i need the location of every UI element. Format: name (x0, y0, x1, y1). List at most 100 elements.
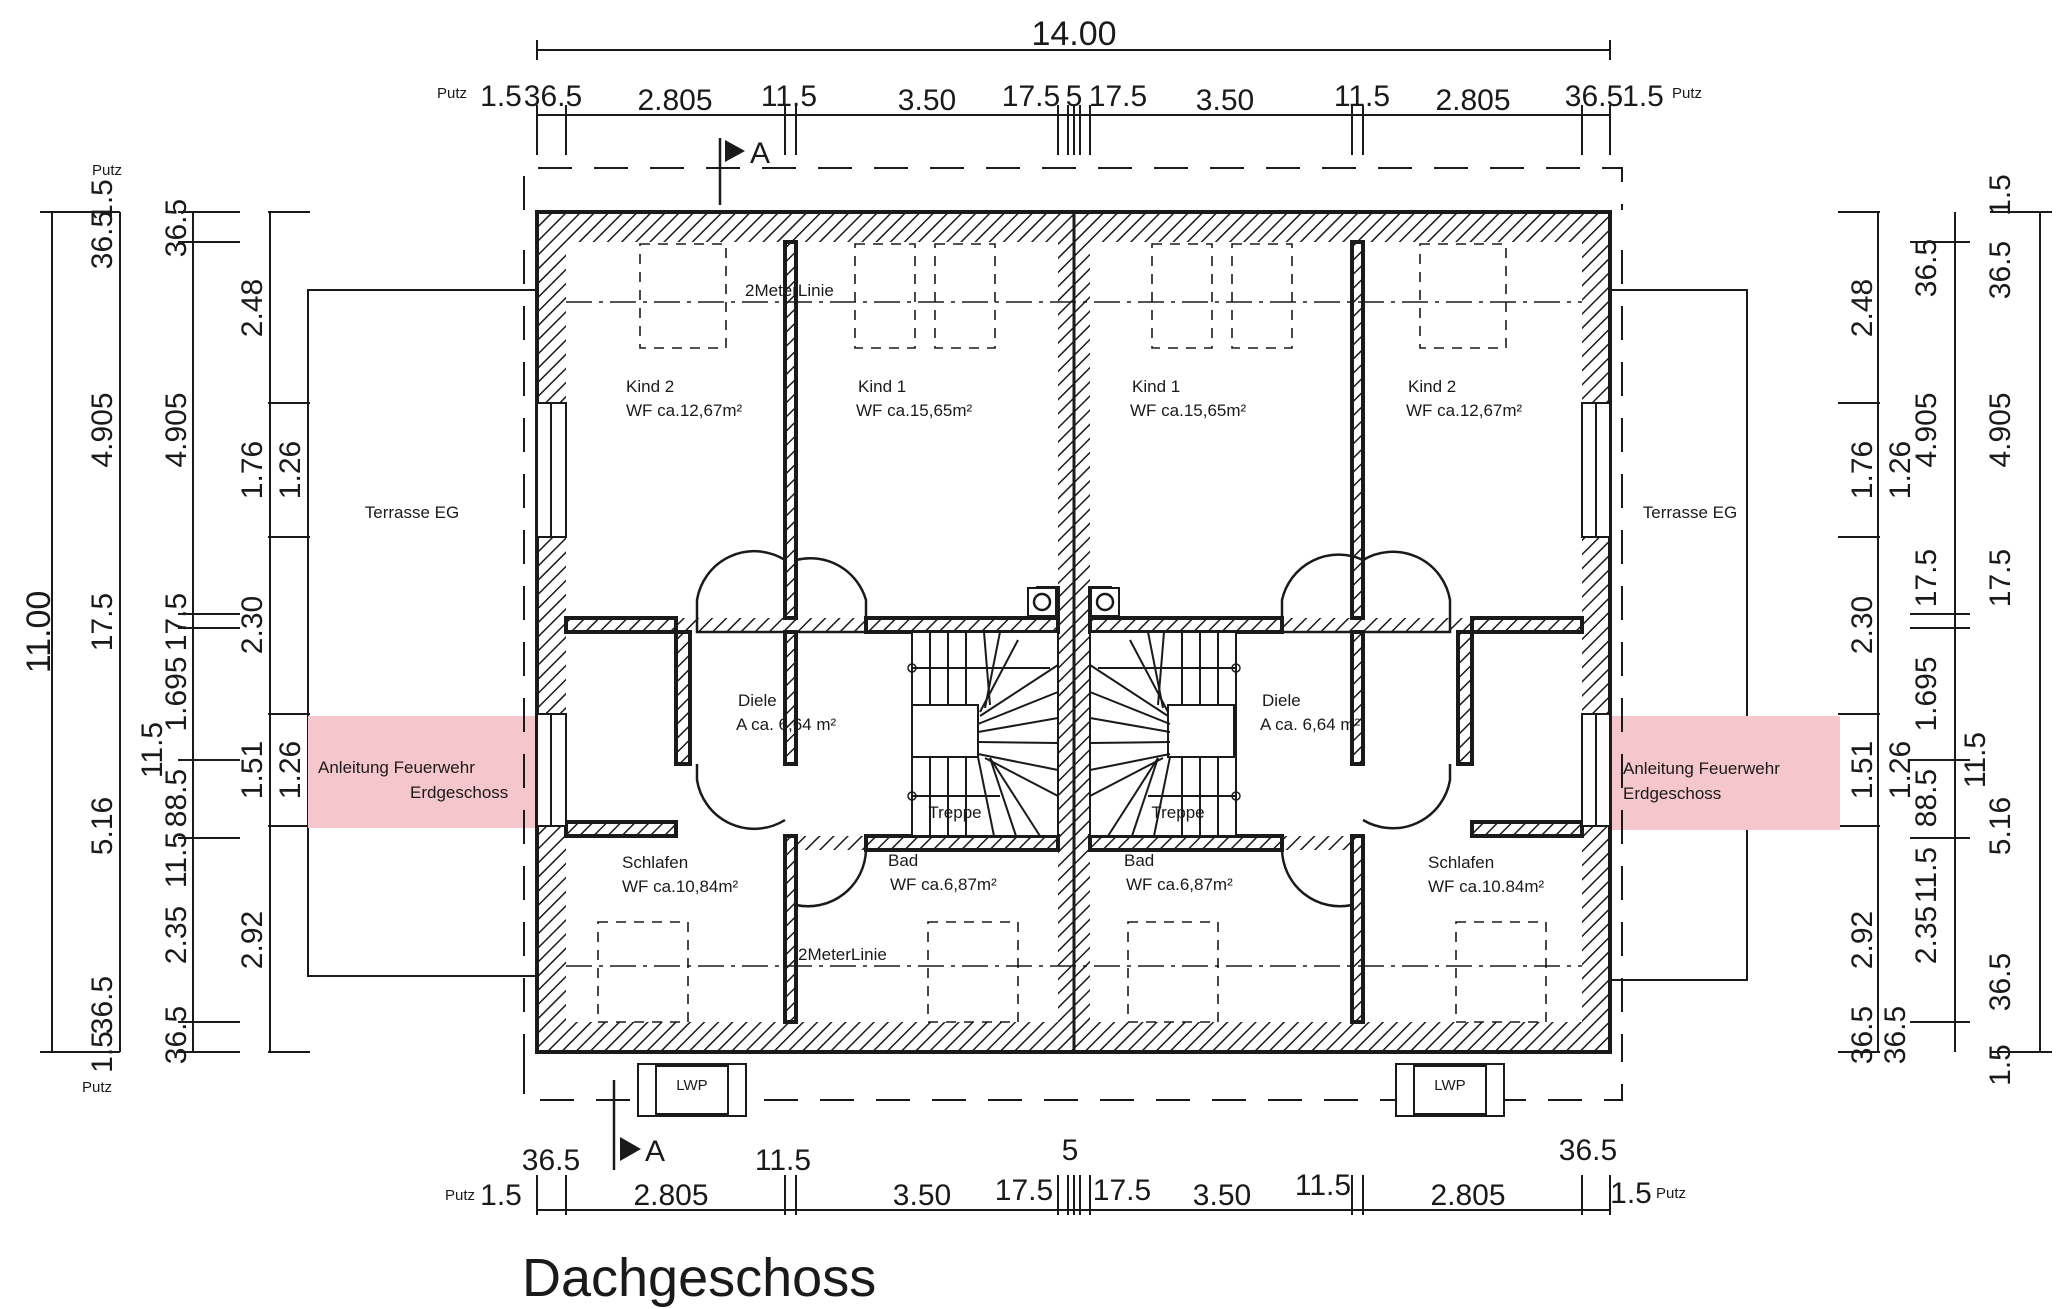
top-dim-1: 1.5 (480, 80, 522, 113)
partition-wall (1088, 834, 1284, 852)
staircase-left: Treppe (907, 631, 1059, 837)
heat-pump-left-label: LWP (676, 1077, 707, 1094)
room-diele-right-area: A ca. 6,64 m² (1260, 715, 1360, 734)
top-dim-8: 17.5 (1089, 80, 1147, 113)
terrace-left-label: Terrasse EG (365, 503, 459, 522)
left-mid-dim-9: 36.5 (160, 1006, 193, 1064)
left-outer-dim-2: 36.5 (86, 211, 119, 269)
room-diele-left-name: Diele (738, 691, 777, 710)
left-dimensions: Putz Putz 11.00 1.5 36.5 4.905 17.5 5.16… (20, 162, 310, 1096)
partition-wall (783, 240, 798, 620)
left-outer-dim-7: 1.5 (86, 1031, 119, 1073)
heat-pump-right-label: LWP (1434, 1077, 1465, 1094)
top-dim-11: 2.805 (1435, 84, 1510, 117)
right-mid-dim-6: 11.5 (1910, 847, 1943, 903)
fire-access-right-line1: Anleitung Feuerwehr (1623, 759, 1780, 778)
right-outer-dim-1: 1.5 (1984, 174, 2017, 216)
right-outer-dim-2: 36.5 (1984, 241, 2017, 299)
left-mid-dim-1: 36.5 (160, 199, 193, 257)
staircase-right: Treppe (1089, 631, 1241, 837)
bottom-dim-3: 2.805 (633, 1179, 708, 1212)
left-inner-dim-2: 1.76 (236, 441, 269, 499)
two-meter-line-top-label: 2MeterLinie (745, 281, 834, 300)
chimney-flue-right (1090, 587, 1120, 617)
left-outer-dim-1: 1.5 (86, 179, 119, 221)
top-dim-10: 11.5 (1334, 80, 1390, 113)
right-outer-dim-3: 4.905 (1984, 392, 2017, 467)
partition-wall (864, 616, 1060, 634)
room-kind1-right-name: Kind 1 (1132, 377, 1180, 396)
bottom-dim-12: 36.5 (1559, 1134, 1617, 1167)
putz-label-top-right: Putz (1672, 85, 1702, 102)
two-meter-line-top: 2MeterLinie (566, 281, 1582, 303)
room-bad-left-area: WF ca.6,87m² (890, 875, 997, 894)
room-bad-right-area: WF ca.6,87m² (1126, 875, 1233, 894)
right-inner-dim-2: 1.76 (1846, 441, 1879, 499)
left-outer-dim-6: 36.5 (86, 976, 119, 1034)
partition-wall (1350, 630, 1365, 766)
partition-wall (1456, 630, 1474, 766)
top-dim-6: 17.5 (1002, 80, 1060, 113)
plan-title: Dachgeschoss (522, 1248, 876, 1308)
door-swing (794, 849, 868, 908)
left-mid-dim-4: 1.695 (160, 656, 193, 731)
room-labels-right: Kind 1 WF ca.15,65m² Kind 2 WF ca.12,67m… (1124, 377, 1545, 896)
heat-pump-left: LWP (637, 1063, 747, 1117)
fire-access-right-line2: Erdgeschoss (1623, 784, 1721, 803)
left-inner-dim-5: 1.51 (236, 741, 269, 799)
partition-wall (564, 616, 678, 634)
top-dim-7: 5 (1066, 80, 1083, 113)
top-dim-9: 3.50 (1196, 84, 1254, 117)
left-inner-dim-4: 2.30 (236, 596, 269, 654)
bottom-dim-1: 1.5 (480, 1179, 522, 1212)
fire-access-right: Anleitung Feuerwehr Erdgeschoss (1610, 716, 1840, 830)
right-inner-ticks (1838, 211, 1880, 1053)
room-kind2-left-name: Kind 2 (626, 377, 674, 396)
door-swing (1280, 849, 1354, 908)
right-inner-dim-1: 2.48 (1846, 279, 1879, 337)
left-outer-dim-4: 17.5 (86, 593, 119, 651)
fire-access-left: Anleitung Feuerwehr Erdgeschoss (308, 716, 537, 828)
left-inner-ticks (268, 211, 310, 1053)
right-mid-dim-7: 2.35 (1910, 906, 1943, 964)
bottom-dim-9: 3.50 (1193, 1179, 1251, 1212)
top-dim-3: 2.805 (637, 84, 712, 117)
left-mid-ticks (178, 211, 240, 1053)
right-mid-dim-2: 4.905 (1910, 392, 1943, 467)
putz-label-bottom-right: Putz (1656, 1185, 1686, 1202)
stairs-right-label: Treppe (1151, 803, 1204, 822)
partition-wall (1088, 616, 1284, 634)
bottom-dim-10: 11.5 (1295, 1169, 1351, 1202)
top-dimensions: 14.00 Putz 1.5 36.5 2.805 11.5 3.50 17.5… (437, 15, 1702, 205)
right-inner-dim-8: 36.5 (1846, 1006, 1879, 1064)
right-outer-dim-7: 36.5 (1984, 953, 2017, 1011)
partition-wall (674, 630, 692, 766)
top-dim-12: 36.5 (1565, 80, 1623, 113)
bottom-dim-5: 3.50 (893, 1179, 951, 1212)
partition-wall (1470, 616, 1584, 634)
fire-access-right-area (1610, 716, 1840, 830)
bottom-dimensions: Putz 1.5 36.5 2.805 11.5 3.50 17.5 5 17.… (445, 1080, 1686, 1215)
right-inner-dim-3: 1.26 (1884, 441, 1917, 499)
skylights (597, 243, 1547, 1023)
right-mid-dim-3: 17.5 (1910, 549, 1943, 607)
door-swing (695, 549, 786, 634)
bottom-dim-8: 17.5 (1093, 1174, 1151, 1207)
bottom-dim-11: 2.805 (1430, 1179, 1505, 1212)
section-marker-top: A (718, 137, 770, 205)
room-kind2-left-area: WF ca.12,67m² (626, 401, 743, 420)
bottom-dim-13: 1.5 (1610, 1177, 1652, 1210)
partition-wall (1350, 834, 1365, 1024)
top-dim-5: 3.50 (898, 84, 956, 117)
heat-pump-right: LWP (1395, 1063, 1505, 1117)
room-kind2-right-area: WF ca.12,67m² (1406, 401, 1523, 420)
partition-wall (1350, 240, 1365, 620)
right-inner-dim-4: 2.30 (1846, 596, 1879, 654)
terrace-left: Terrasse EG (307, 289, 537, 977)
room-schlafen-right-name: Schlafen (1428, 853, 1494, 872)
section-marker-bottom: A (612, 1080, 665, 1170)
right-mid-dim-4: 1.695 (1910, 656, 1943, 731)
right-outer-dim-5: 11.5 (1959, 732, 1992, 788)
room-schlafen-right-area: WF ca.10.84m² (1428, 877, 1545, 896)
